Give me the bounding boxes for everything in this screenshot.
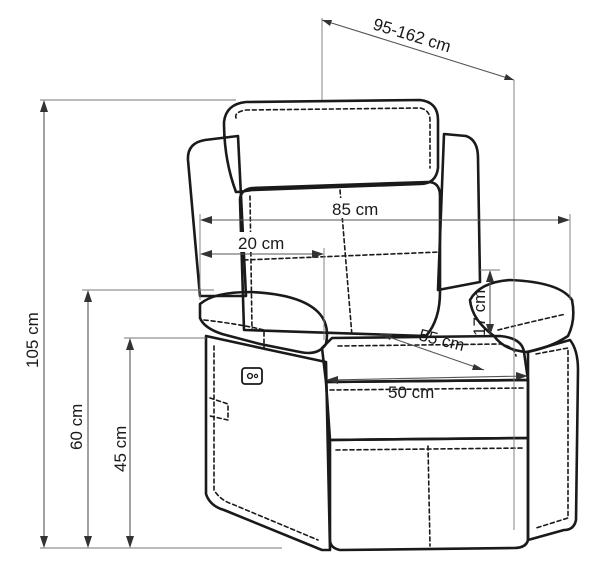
depth-dim-line (321, 19, 515, 81)
depth-range-label: 95-162 cm (371, 15, 453, 57)
back-cushion-seam-left (249, 195, 253, 331)
left-armrest-seam (203, 319, 265, 349)
total-width-label-bg (328, 198, 394, 218)
armrest-height-label: 60 cm (67, 404, 86, 450)
recline-control-panel[interactable] (241, 367, 263, 385)
seat-width-dim-line (327, 375, 527, 381)
armrest-width-label: 20 cm (238, 234, 284, 253)
seat-height-label: 45 cm (111, 426, 130, 472)
left-arm-side-seam (213, 345, 319, 541)
armrest-above-seat-arrow-top (486, 270, 494, 282)
armrest-height-arrow-top (84, 290, 92, 302)
right-arm-side-seam (535, 347, 569, 529)
footrest-top-seam (335, 447, 525, 451)
footrest-seam (427, 445, 431, 547)
seat-front-seam (329, 387, 525, 391)
seat-depth-arrow-start (380, 334, 392, 340)
left-arm-pocket (209, 397, 229, 421)
right-arm-body (526, 338, 580, 542)
recline-button-dot-icon (253, 373, 259, 379)
seat-cushion (320, 334, 530, 384)
total-height-arrow-top (40, 100, 48, 112)
recline-button-icon[interactable] (246, 372, 254, 380)
right-armrest-top (468, 278, 575, 354)
total-width-arrow-right (558, 216, 570, 224)
total-width-label: 85 cm (332, 200, 378, 219)
seat-height-arrow-top (126, 338, 134, 350)
seat-height-arrow-bottom (126, 536, 134, 548)
armrest-width-arrow-right (312, 250, 324, 258)
seat-depth-label: 55 cm (417, 325, 467, 355)
total-height-label: 105 cm (23, 312, 42, 368)
total-height-arrow-bottom (40, 536, 48, 548)
backrest-right-wing (436, 132, 482, 292)
depth-arrow-end (504, 74, 514, 80)
seat-depth-dim-line (379, 333, 485, 371)
armrest-above-seat-arrow-bottom (486, 324, 494, 336)
armrest-width-label-bg (234, 232, 300, 252)
seat-width-label: 50 cm (388, 383, 434, 402)
total-width-arrow-left (200, 216, 212, 224)
backrest-left-wing (186, 134, 248, 298)
left-arm-body (204, 334, 332, 552)
right-armrest-seam (497, 313, 567, 331)
headrest-cushion (222, 98, 440, 194)
headrest-seam (234, 107, 431, 169)
dimension-annotations: 95-162 cm 105 cm 60 cm 45 cm 85 cm (23, 15, 571, 549)
recliner-chair-drawing (186, 98, 580, 552)
left-armrest-top (198, 290, 329, 355)
back-cushion-seam-horizontal (243, 251, 441, 261)
seat-width-arrow-right (516, 372, 528, 380)
armrest-above-seat-label: 17 cm (470, 290, 489, 336)
armrest-width-arrow-left (200, 250, 212, 258)
depth-arrow-start (322, 20, 332, 26)
seat-depth-arrow-end (472, 364, 484, 370)
seat-width-arrow-left (326, 376, 338, 384)
armrest-height-arrow-bottom (84, 536, 92, 548)
